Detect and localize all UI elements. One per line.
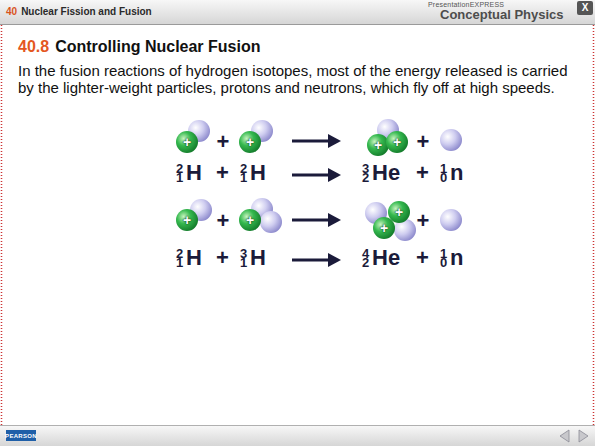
brand-name: Conceptual Physics	[440, 8, 564, 23]
equation-arrow	[292, 259, 330, 262]
atomic-number: 1	[240, 256, 247, 270]
proton	[388, 201, 410, 223]
proton	[239, 209, 261, 231]
atomic-number: 1	[176, 256, 183, 270]
chapter-title: Nuclear Fission and Fusion	[21, 6, 152, 18]
atomic-number: 1	[176, 171, 183, 185]
footer-bar	[0, 426, 595, 446]
plus-sign: +	[416, 247, 429, 269]
neutron	[440, 129, 462, 151]
proton	[239, 131, 261, 153]
element-symbol: H	[186, 246, 202, 270]
proton-charge: +	[380, 221, 388, 235]
equation-arrow-head	[328, 253, 341, 267]
atomic-number: 2	[362, 171, 369, 185]
proton-charge: +	[183, 135, 191, 149]
proton	[386, 131, 408, 153]
close-label: X	[582, 2, 589, 14]
element-symbol: H	[186, 161, 202, 185]
plus-sign: +	[417, 131, 430, 153]
footer-rule	[0, 425, 595, 426]
element-symbol: He	[372, 246, 400, 270]
particle-symbol: n	[450, 161, 463, 185]
nav-back	[560, 430, 569, 442]
proton-charge: +	[183, 213, 191, 227]
chapter-number: 40	[6, 6, 17, 18]
publisher-logo	[6, 430, 36, 441]
frame-border	[593, 25, 595, 425]
plus-sign: +	[216, 247, 229, 269]
proton	[176, 209, 198, 231]
header-rule	[0, 24, 595, 25]
proton-charge: +	[246, 213, 254, 227]
reaction-arrow-head	[328, 213, 341, 227]
proton-charge: +	[246, 135, 254, 149]
element-symbol: He	[372, 161, 400, 185]
element-symbol: H	[250, 246, 266, 270]
atomic-number: 1	[240, 171, 247, 185]
atomic-number: 2	[362, 256, 369, 270]
plus-sign: +	[217, 210, 230, 232]
neutron	[440, 209, 462, 231]
close-button	[577, 1, 593, 15]
proton	[373, 217, 395, 239]
plus-sign: +	[416, 162, 429, 184]
plus-sign: +	[417, 210, 430, 232]
publisher-name: PEARSON	[5, 433, 37, 439]
reaction-arrow	[292, 140, 330, 143]
frame-border	[1, 25, 3, 425]
particle-symbol: n	[450, 246, 463, 270]
equation-arrow-head	[328, 168, 341, 182]
proton-charge: +	[393, 135, 401, 149]
equation-arrow	[292, 174, 330, 177]
plus-sign: +	[217, 131, 230, 153]
atomic-number: 0	[440, 171, 447, 185]
neutron	[260, 211, 282, 233]
proton	[367, 134, 389, 156]
reaction-arrow-head	[328, 134, 341, 148]
reaction-arrow	[292, 219, 330, 222]
proton-charge: +	[395, 205, 403, 219]
atomic-number: 0	[440, 256, 447, 270]
plus-sign: +	[216, 162, 229, 184]
proton	[176, 131, 198, 153]
element-symbol: H	[250, 161, 266, 185]
header-bar	[0, 0, 595, 24]
body-text: In the fusion reactions of hydrogen isot…	[18, 62, 574, 96]
nav-forward	[579, 430, 588, 442]
slide-title: Controlling Nuclear Fusion	[55, 38, 260, 56]
proton-charge: +	[374, 138, 382, 152]
section-number: 40.8	[18, 38, 49, 56]
